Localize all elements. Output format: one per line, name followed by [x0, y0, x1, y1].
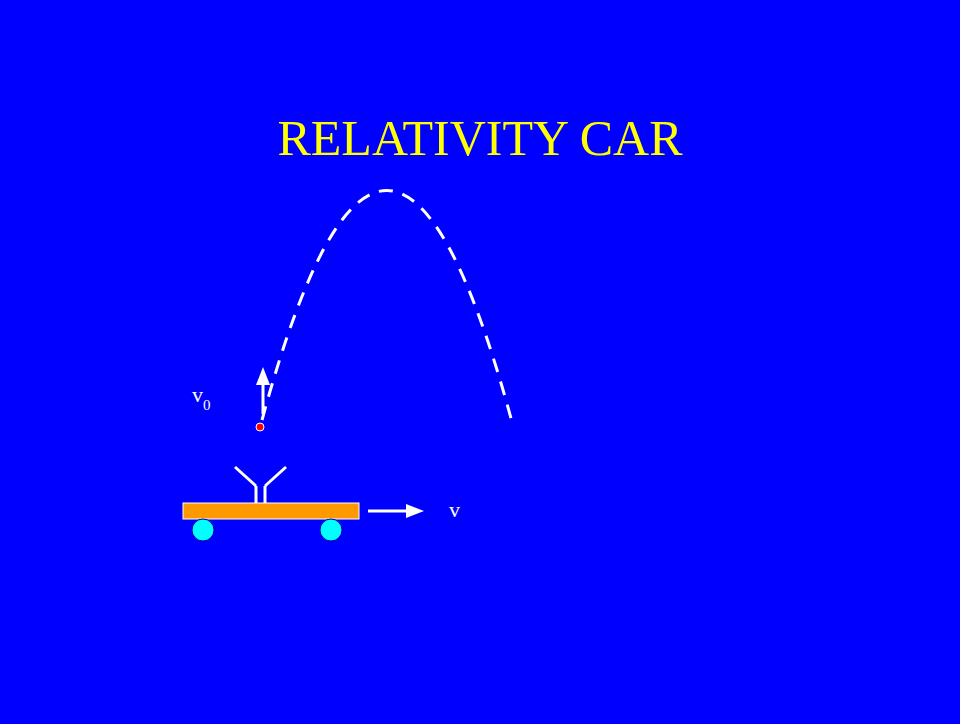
- launcher-arm: [235, 467, 256, 486]
- cart-body: [183, 503, 359, 519]
- trajectory: [262, 190, 512, 422]
- launcher-post: [255, 486, 258, 503]
- slide-title: RELATIVITY CAR: [0, 113, 960, 163]
- launcher-post: [264, 486, 267, 503]
- wheel: [192, 519, 214, 541]
- launcher-arm: [265, 467, 286, 486]
- wheel: [320, 519, 342, 541]
- arrow-head: [406, 504, 424, 518]
- velocity-arrow: [368, 510, 408, 513]
- velocity-arrow: [262, 382, 265, 414]
- velocity-symbol: v: [449, 499, 460, 521]
- velocity-symbol: v: [192, 384, 203, 406]
- arrow-head: [256, 367, 270, 385]
- ball: [256, 423, 264, 431]
- subscript: 0: [203, 398, 211, 413]
